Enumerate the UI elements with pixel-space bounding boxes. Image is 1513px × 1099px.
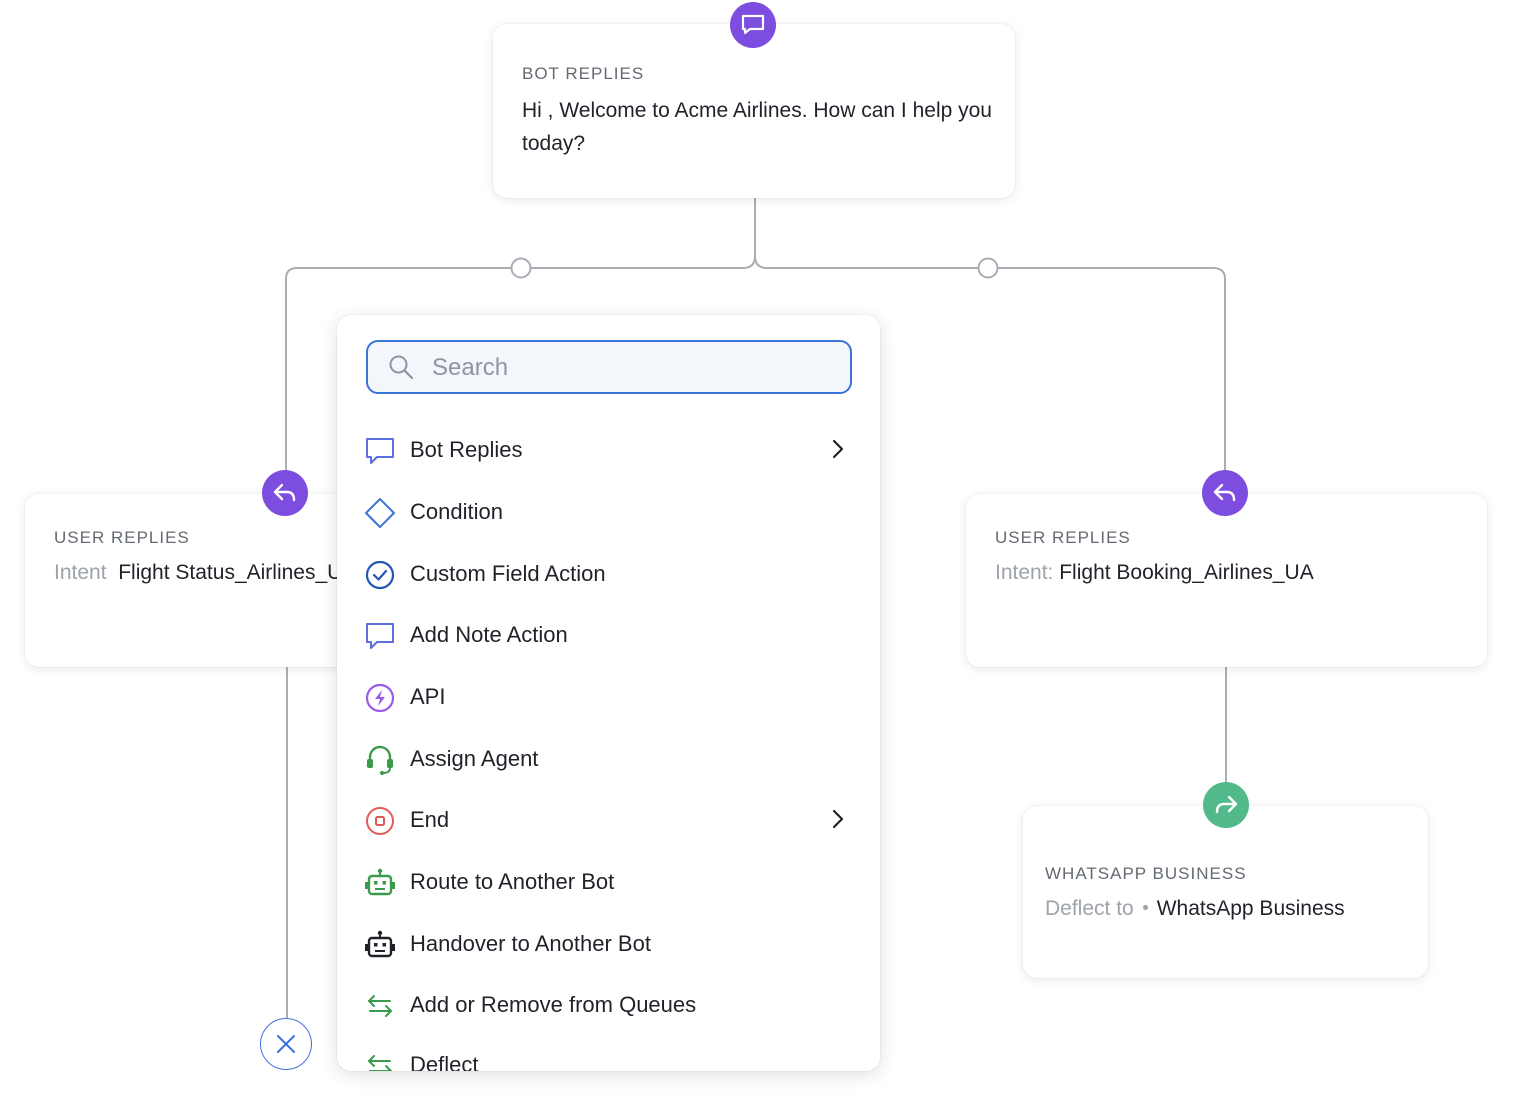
menu-item-label: Handover to Another Bot [410, 931, 651, 956]
add-step-menu: Bot Replies Condition Custom Field Actio… [337, 315, 880, 1071]
menu-item-label: Deflect [410, 1052, 479, 1071]
menu-item-label: Assign Agent [410, 746, 539, 771]
note-bubble-icon [364, 621, 396, 651]
menu-item-label: Add Note Action [410, 622, 568, 647]
chat-bubble-icon [364, 436, 396, 466]
menu-item-end[interactable]: End [337, 792, 880, 848]
headset-icon [364, 745, 396, 775]
chevron-right-icon [831, 438, 845, 465]
intent-value: Flight Booking_Airlines_UA [1059, 561, 1314, 584]
bot-message: Hi , Welcome to Acme Airlines. How can I… [522, 99, 992, 155]
robot-icon [364, 868, 396, 898]
close-button[interactable] [260, 1018, 312, 1070]
menu-item-add-note-action[interactable]: Add Note Action [337, 607, 880, 663]
robot-dark-icon [364, 930, 396, 960]
menu-item-assign-agent[interactable]: Assign Agent [337, 731, 880, 787]
menu-item-add-or-remove-from-queues[interactable]: Add or Remove from Queues [337, 977, 880, 1033]
deflect-row: Deflect to WhatsApp Business [1045, 897, 1345, 921]
menu-item-label: Add or Remove from Queues [410, 992, 697, 1017]
card-label: BOT REPLIES [522, 64, 645, 83]
intent-row: Intent Flight Status_Airlines_UA [54, 561, 356, 585]
swap-arrows-icon [364, 991, 396, 1021]
search-input[interactable] [430, 346, 834, 390]
branch-handle-left [510, 257, 532, 279]
intent-value: Flight Status_Airlines_UA [118, 561, 357, 584]
chat-bubble-icon [730, 2, 776, 48]
menu-item-label: Custom Field Action [410, 561, 606, 586]
search-box[interactable] [366, 340, 852, 394]
menu-item-deflect[interactable]: Deflect [337, 1037, 880, 1071]
intent-row: Intent: Flight Booking_Airlines_UA [995, 561, 1314, 585]
card-label: USER REPLIES [995, 528, 1131, 547]
card-label: USER REPLIES [54, 528, 190, 547]
menu-item-custom-field-action[interactable]: Custom Field Action [337, 546, 880, 602]
diamond-icon [364, 498, 396, 528]
whatsapp-business-card[interactable]: WHATSAPP BUSINESS Deflect to WhatsApp Bus… [1023, 806, 1428, 978]
separator-dot [1142, 904, 1148, 910]
intent-key: Intent: [995, 561, 1054, 584]
menu-item-route-to-another-bot[interactable]: Route to Another Bot [337, 854, 880, 910]
menu-item-api[interactable]: API [337, 669, 880, 725]
reply-icon [262, 470, 308, 516]
chevron-right-icon [831, 808, 845, 835]
menu-item-bot-replies[interactable]: Bot Replies [337, 422, 880, 478]
card-label: WHATSAPP BUSINESS [1045, 864, 1247, 883]
menu-item-label: Condition [410, 499, 503, 524]
deflect-key: Deflect to [1045, 897, 1134, 920]
lightning-circle-icon [364, 683, 396, 713]
intent-key: Intent [54, 561, 107, 584]
bot-replies-card[interactable]: BOT REPLIES Hi , Welcome to Acme Airline… [493, 24, 1015, 198]
reply-icon [1202, 470, 1248, 516]
menu-item-condition[interactable]: Condition [337, 484, 880, 540]
user-replies-card-right[interactable]: USER REPLIES Intent: Flight Booking_Airl… [966, 494, 1487, 667]
deflect-value: WhatsApp Business [1156, 897, 1345, 920]
swap-arrows-icon [364, 1051, 396, 1071]
branch-handle-right [977, 257, 999, 279]
close-icon [277, 1035, 295, 1053]
menu-item-label: End [410, 807, 450, 832]
menu-item-handover-to-another-bot[interactable]: Handover to Another Bot [337, 916, 880, 972]
menu-item-label: Route to Another Bot [410, 869, 615, 894]
menu-item-label: Bot Replies [410, 437, 523, 462]
check-circle-icon [364, 560, 396, 590]
forward-arrow-icon [1203, 782, 1249, 828]
menu-item-label: API [410, 684, 446, 709]
stop-circle-icon [364, 806, 396, 836]
search-icon [388, 354, 414, 385]
